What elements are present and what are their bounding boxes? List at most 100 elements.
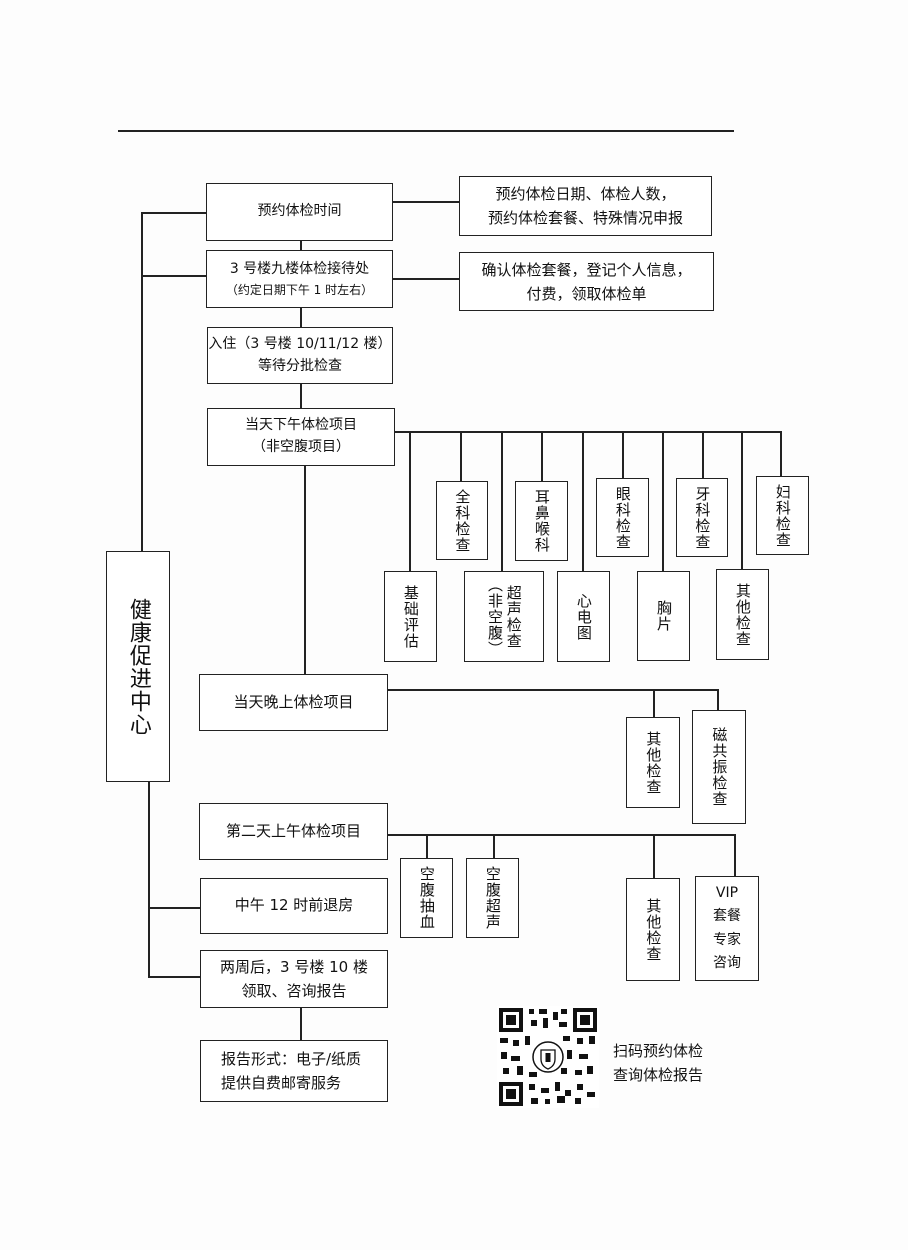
- exam-fasting-blood: 空腹抽血: [400, 858, 453, 938]
- drop-chest: [662, 431, 664, 571]
- drop-general: [460, 431, 462, 481]
- step-check-in: 入住（3 号楼 10/11/12 楼） 等待分批检查: [207, 327, 393, 384]
- report-format: 报告形式：电子/纸质 提供自费邮寄服务: [200, 1040, 388, 1102]
- drop-ent: [541, 431, 543, 481]
- exam-fasting-blood-label: 空腹抽血: [417, 866, 436, 930]
- drop-ecg: [582, 431, 584, 571]
- exam-fasting-ultrasound: 空腹超声: [466, 858, 519, 938]
- step-appointment-time: 预约体检时间: [206, 183, 393, 241]
- qr-caption: 扫码预约体检 查询体检报告: [613, 1039, 703, 1087]
- note-appointment: 预约体检日期、体检人数， 预约体检套餐、特殊情况申报: [459, 176, 712, 236]
- exam-evening-other: 其他检查: [626, 717, 680, 808]
- exam-chest-label: 胸片: [654, 600, 673, 632]
- drop-vip: [734, 834, 736, 876]
- step-morning-exams: 第二天上午体检项目: [199, 803, 388, 860]
- step-checkout: 中午 12 时前退房: [200, 878, 388, 934]
- qr-caption-line2: 查询体检报告: [613, 1066, 704, 1084]
- exam-ultrasound: 超声检查（非空腹）: [464, 571, 544, 662]
- qr-code[interactable]: [497, 1006, 599, 1108]
- step-check-in-line1: 入住（3 号楼 10/11/12 楼）: [208, 335, 392, 352]
- exam-general-label: 全科检查: [453, 488, 472, 553]
- vip-line3: 专家: [713, 931, 741, 948]
- connector-s8: [148, 976, 200, 978]
- vip-consult: VIP 套餐 专家 咨询: [695, 876, 759, 981]
- drop-ultrasound: [501, 431, 503, 571]
- step-evening-exams: 当天晚上体检项目: [199, 674, 388, 731]
- step-report-line1: 两周后，3 号楼 10 楼: [220, 958, 368, 976]
- step-reception-line1: 3 号楼九楼体检接待处: [229, 260, 370, 277]
- vip-line1: VIP: [715, 885, 739, 902]
- note-reception-line2: 付费，领取体检单: [526, 284, 647, 303]
- drop-evening-other: [653, 689, 655, 717]
- step-afternoon-line2: （非空腹项目）: [252, 439, 350, 455]
- exam-evening-other-label: 其他检查: [644, 730, 663, 795]
- exam-mri: 磁共振检查: [692, 710, 746, 824]
- exam-gyn-label: 妇科检查: [773, 483, 792, 548]
- spine-lower: [148, 780, 150, 978]
- exam-ent-label: 耳鼻喉科: [532, 489, 551, 553]
- step-morning-label: 第二天上午体检项目: [225, 821, 361, 840]
- drop-evening-mri: [717, 689, 719, 710]
- exam-general: 全科检查: [436, 481, 488, 560]
- drop-fasting-us: [493, 834, 495, 858]
- exam-other-afternoon: 其他检查: [716, 569, 769, 660]
- vip-line4: 咨询: [713, 954, 741, 971]
- step-report-pickup: 两周后，3 号楼 10 楼 领取、咨询报告: [200, 950, 388, 1008]
- step-afternoon-exams: 当天下午体检项目 （非空腹项目）: [207, 408, 395, 466]
- drop-morning-other: [653, 834, 655, 878]
- exam-morning-other: 其他检查: [626, 878, 680, 981]
- step-appointment-time-label: 预约体检时间: [257, 203, 342, 220]
- exam-basic: 基础评估: [384, 571, 437, 662]
- exam-dental: 牙科检查: [676, 478, 728, 557]
- note-appointment-line2: 预约体检套餐、特殊情况申报: [487, 209, 683, 227]
- connector-s8-s9: [300, 1008, 302, 1040]
- vip-line2: 套餐: [713, 908, 741, 925]
- connector-s1-s2: [300, 241, 302, 250]
- connector-s2-s3: [300, 308, 302, 327]
- step-checkout-label: 中午 12 时前退房: [234, 896, 354, 915]
- qr-caption-line1: 扫码预约体检: [613, 1042, 704, 1060]
- connector-n1: [393, 201, 459, 203]
- exam-ecg: 心电图: [557, 571, 610, 662]
- report-format-line2: 提供自费邮寄服务: [221, 1074, 342, 1092]
- exam-eye: 眼科检查: [596, 478, 649, 557]
- step-reception-line2: （约定日期下午 1 时左右）: [225, 282, 374, 297]
- morning-branch-bar: [388, 834, 734, 836]
- report-format-line1: 报告形式：电子/纸质: [221, 1050, 362, 1068]
- note-appointment-line1: 预约体检日期、体检人数，: [495, 185, 676, 203]
- exam-basic-label: 基础评估: [401, 584, 420, 649]
- connector-s4-s5: [304, 466, 306, 674]
- exam-other-afternoon-label: 其他检查: [733, 582, 752, 647]
- exam-ultrasound-label: 超声检查（非空腹）: [486, 576, 523, 657]
- step-report-line2: 领取、咨询报告: [241, 982, 347, 1000]
- exam-fasting-ultrasound-label: 空腹超声: [483, 866, 502, 930]
- exam-eye-label: 眼科检查: [613, 485, 632, 550]
- health-center-box: 健康促进中心: [106, 551, 170, 782]
- note-reception-line1: 确认体检套餐，登记个人信息，: [481, 260, 692, 279]
- exam-mri-label: 磁共振检查: [710, 727, 729, 807]
- connector-s2: [141, 275, 207, 277]
- connector-s1: [141, 212, 207, 214]
- drop-dental: [702, 431, 704, 481]
- step-check-in-line2: 等待分批检查: [258, 357, 342, 374]
- evening-branch-bar: [388, 689, 718, 691]
- health-center-label: 健康促进中心: [125, 597, 151, 736]
- afternoon-branch-bar: [395, 431, 780, 433]
- top-rule: [118, 130, 734, 132]
- exam-chest: 胸片: [637, 571, 690, 661]
- step-reception: 3 号楼九楼体检接待处 （约定日期下午 1 时左右）: [206, 250, 393, 308]
- drop-other-afternoon: [741, 431, 743, 571]
- note-reception: 确认体检套餐，登记个人信息， 付费，领取体检单: [459, 252, 714, 311]
- connector-s3-s4: [300, 384, 302, 408]
- step-afternoon-line1: 当天下午体检项目: [245, 417, 357, 434]
- step-evening-label: 当天晚上体检项目: [233, 692, 354, 711]
- drop-basic: [409, 431, 411, 571]
- exam-ecg-label: 心电图: [574, 592, 593, 641]
- drop-gyn: [780, 431, 782, 476]
- exam-morning-other-label: 其他检查: [644, 897, 663, 962]
- drop-blood: [426, 834, 428, 858]
- drop-eye: [622, 431, 624, 481]
- exam-dental-label: 牙科检查: [693, 485, 712, 550]
- connector-s7: [148, 907, 200, 909]
- connector-n2: [393, 278, 459, 280]
